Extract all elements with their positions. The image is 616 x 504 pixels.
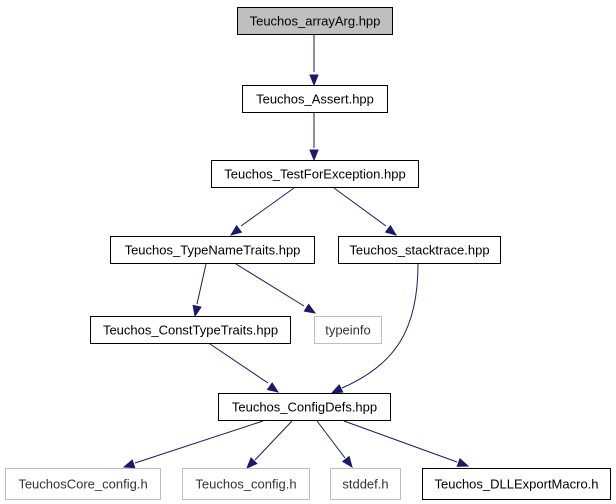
node-stacktrace[interactable]: Teuchos_stacktrace.hpp [338,236,501,264]
node-label: Teuchos_ConstTypeTraits.hpp [103,323,278,338]
edge-typenametraits-to-consttypetraits [192,263,207,318]
edge-line [343,420,458,463]
node-teuchoscore-config: TeuchosCore_config.h [5,468,161,500]
node-box [237,7,393,35]
node-configdefs[interactable]: Teuchos_ConfigDefs.hpp [218,393,391,421]
edge-arrowhead [309,149,319,162]
edge-arrowhead [309,74,319,87]
node-box [422,468,611,500]
edges-layer [122,35,470,469]
edge-line [209,343,269,384]
nodes-layer: Teuchos_arrayArg.hppTeuchos_Assert.hppTe… [5,7,611,500]
node-stddef: stddef.h [330,468,401,500]
edge-line [254,420,293,461]
edge-arrowhead [122,459,136,469]
node-label: Teuchos_DLLExportMacro.h [434,477,598,492]
edge-configdefs-to-dllexportmacro [343,420,470,467]
node-teuchos-config: Teuchos_config.h [182,468,310,500]
node-box [218,393,391,421]
edge-consttypetraits-to-configdefs [209,343,280,393]
edge-stacktrace-to-configdefs [330,263,419,394]
node-box [90,316,291,344]
node-label: stddef.h [342,477,388,492]
edge-arrowhead [341,455,353,469]
node-box [242,85,388,113]
node-box [182,468,310,500]
node-label: Teuchos_TestForException.hpp [224,167,405,182]
node-label: Teuchos_ConfigDefs.hpp [232,400,377,415]
edge-arrowhead [229,224,243,236]
edge-line [240,187,295,227]
edge-assert-to-testforexception [309,113,319,162]
edge-arrowhead [330,384,344,394]
edge-line [316,420,346,459]
edge-arrowhead [246,457,258,469]
node-assert[interactable]: Teuchos_Assert.hpp [242,85,388,113]
node-box [338,236,501,264]
edge-line [341,263,419,389]
node-label: Teuchos_stacktrace.hpp [349,243,489,258]
edge-testforexception-to-typenametraits [229,187,295,236]
node-box [314,316,382,344]
edge-line [235,263,305,307]
node-box [5,468,161,500]
node-label: typeinfo [325,323,371,338]
node-label: Teuchos_TypeNameTraits.hpp [125,243,301,258]
node-label: Teuchos_Assert.hpp [256,92,374,107]
node-testforexception[interactable]: Teuchos_TestForException.hpp [211,160,419,188]
edge-arrowhead [192,304,202,318]
node-arrayarg[interactable]: Teuchos_arrayArg.hpp [237,7,393,35]
edge-arrowhead [384,224,398,236]
edge-testforexception-to-stacktrace [333,187,398,236]
node-label: TeuchosCore_config.h [18,477,147,492]
node-dllexportmacro[interactable]: Teuchos_DLLExportMacro.h [422,468,611,500]
edge-line [196,263,207,305]
edge-arrowhead [266,382,280,393]
edge-line [333,187,387,227]
node-typeinfo: typeinfo [314,316,382,344]
node-typenametraits[interactable]: Teuchos_TypeNameTraits.hpp [110,236,315,264]
edge-typenametraits-to-typeinfo [235,263,317,314]
node-box [330,468,401,500]
edge-line [134,420,264,464]
node-box [110,236,315,264]
edge-arrowhead [303,303,317,314]
node-label: Teuchos_config.h [195,477,296,492]
edge-configdefs-to-teuchoscore_config [122,420,264,469]
node-label: Teuchos_arrayArg.hpp [250,14,381,29]
edge-configdefs-to-teuchos_config [246,420,293,469]
node-box [211,160,419,188]
edge-configdefs-to-stddef [316,420,353,469]
node-consttypetraits[interactable]: Teuchos_ConstTypeTraits.hpp [90,316,291,344]
edge-arrayarg-to-assert [309,35,319,87]
edge-arrowhead [456,457,470,467]
